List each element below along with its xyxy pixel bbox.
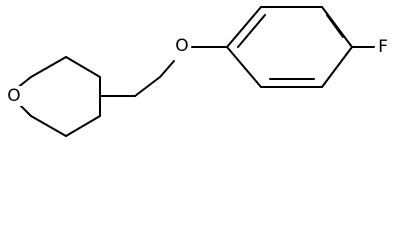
oxygen-ring-label-bg (6, 86, 24, 106)
oxygen-ring-label: O (7, 86, 20, 106)
double-bond-ar-2 (326, 14, 344, 38)
bond-ch2-up (134, 76, 161, 97)
atom-labels: O O F (6, 36, 391, 106)
bond-ar-6 (226, 46, 262, 88)
bond-thp-c4-c5 (65, 115, 101, 137)
fluorine-label: F (378, 37, 388, 57)
bond-thp-c2-c3 (30, 56, 67, 78)
oxygen-ether-label-bg (173, 36, 191, 56)
oxygen-ether-label: O (175, 36, 188, 56)
double-bond-ar-1 (237, 14, 266, 48)
fluorine-label-bg (375, 37, 391, 57)
bond-ch2-o (159, 60, 175, 78)
bond-thp-c5-c6 (30, 115, 67, 137)
tetrahydropyran-ring (15, 56, 101, 137)
methylene-linker (99, 46, 228, 97)
chemical-structure-diagram: O O F (6, 6, 391, 137)
bond-ar-4 (321, 46, 353, 88)
structure-canvas: O O F (6, 6, 391, 137)
bond-thp-c3-c4 (65, 56, 101, 78)
fluorophenyl-ring (226, 6, 353, 88)
bond-ar-1 (226, 6, 262, 48)
bond-ar-3 (321, 6, 353, 48)
